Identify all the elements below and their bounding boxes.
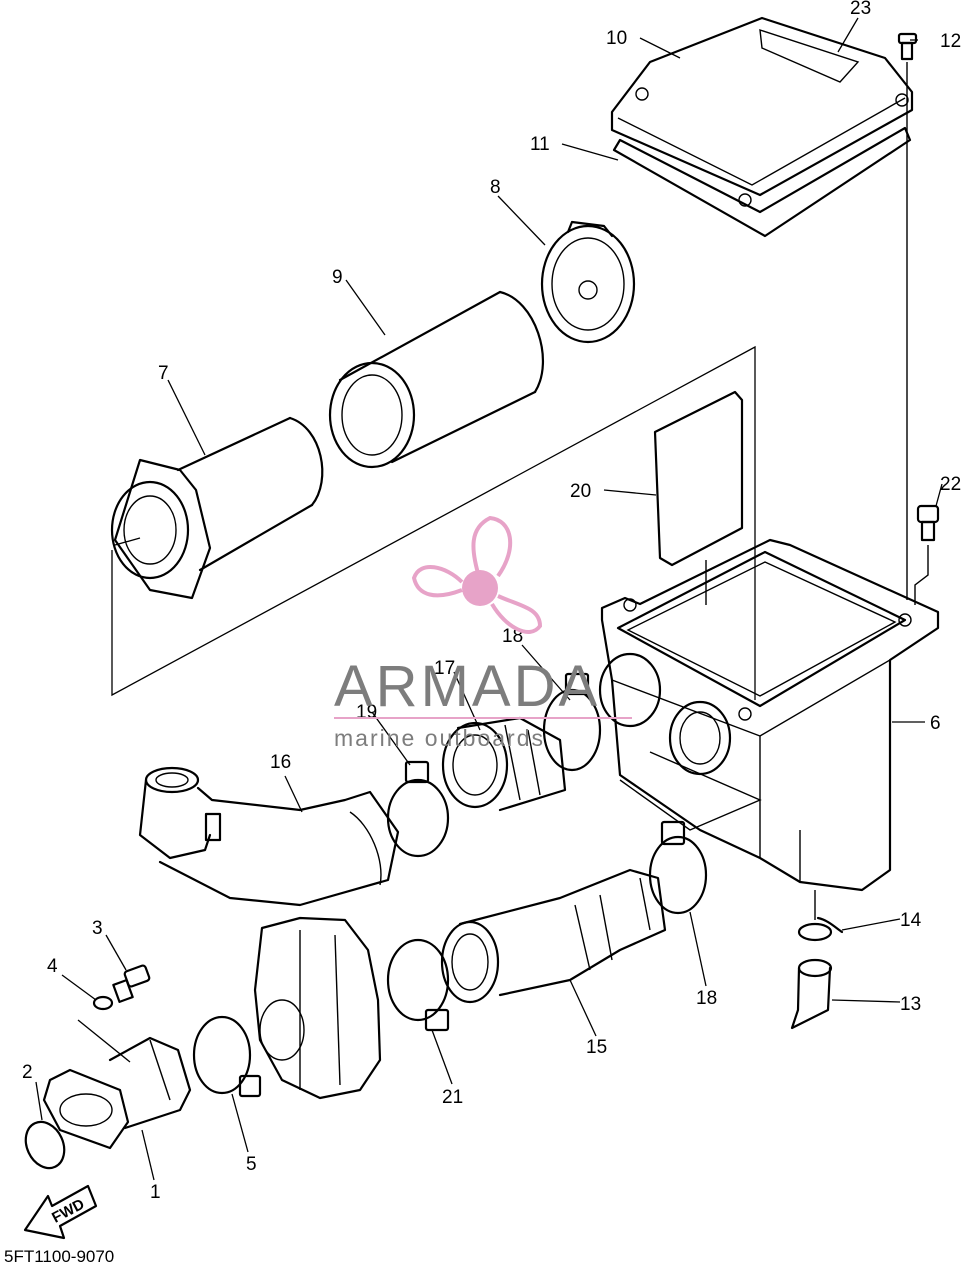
callout-23: 23 — [850, 0, 871, 19]
clamp-18-lower — [648, 820, 708, 915]
callout-18-lower: 18 — [696, 988, 717, 1009]
watermark-brand: ARMADA — [334, 654, 600, 719]
screw-12 — [897, 32, 918, 61]
bolt-22 — [914, 504, 940, 605]
filter-element — [110, 416, 324, 600]
callout-4: 4 — [47, 956, 58, 977]
callout-17: 17 — [434, 658, 455, 679]
foam-filter — [328, 290, 544, 469]
o-ring — [24, 1120, 66, 1170]
callout-9: 9 — [332, 267, 343, 288]
fwd-arrow: FWD — [23, 1184, 98, 1240]
callout-15: 15 — [586, 1037, 607, 1058]
washer-4 — [92, 995, 114, 1011]
callout-2: 2 — [22, 1062, 33, 1083]
callout-7: 7 — [158, 363, 169, 384]
clamp-18-upper — [542, 672, 602, 772]
watermark-tagline: marine outboards — [334, 725, 545, 751]
clamp-21 — [386, 938, 450, 1032]
callouts: 1 2 3 4 5 6 7 8 9 10 11 12 13 14 15 16 1… — [22, 0, 961, 1203]
callout-10: 10 — [606, 28, 627, 49]
watermark: ARMADA marine outboards — [334, 515, 632, 751]
inlet-hose — [440, 868, 667, 1004]
callout-5: 5 — [246, 1154, 257, 1175]
carburetor — [253, 916, 382, 1100]
callout-1: 1 — [150, 1182, 161, 1203]
callout-3: 3 — [92, 918, 103, 939]
drawing-code: 5FT1100-9070 — [4, 1247, 114, 1264]
callout-22: 22 — [940, 474, 961, 495]
leader-lines — [35, 17, 943, 1181]
callout-12: 12 — [940, 31, 961, 52]
airbox-gasket — [612, 126, 912, 238]
airbox-cover — [610, 16, 914, 207]
bolt-3 — [112, 964, 151, 1003]
propeller-hub-icon — [462, 570, 498, 606]
callout-8: 8 — [490, 177, 501, 198]
clamp-5 — [192, 1015, 262, 1098]
intake-manifold — [42, 1019, 192, 1150]
callout-14: 14 — [900, 910, 922, 931]
propeller-logo-icon — [411, 515, 543, 634]
drain-plug — [790, 890, 844, 1030]
callout-16: 16 — [270, 752, 291, 773]
filter-cap — [540, 220, 636, 344]
air-duct — [138, 766, 400, 907]
callout-21: 21 — [442, 1087, 463, 1108]
intake-plate — [653, 390, 744, 605]
callout-11: 11 — [530, 134, 550, 155]
rubber-joint — [441, 716, 567, 812]
callout-13: 13 — [900, 994, 921, 1015]
callout-6: 6 — [930, 713, 941, 734]
callout-20: 20 — [570, 481, 591, 502]
airbox-case — [598, 538, 940, 892]
